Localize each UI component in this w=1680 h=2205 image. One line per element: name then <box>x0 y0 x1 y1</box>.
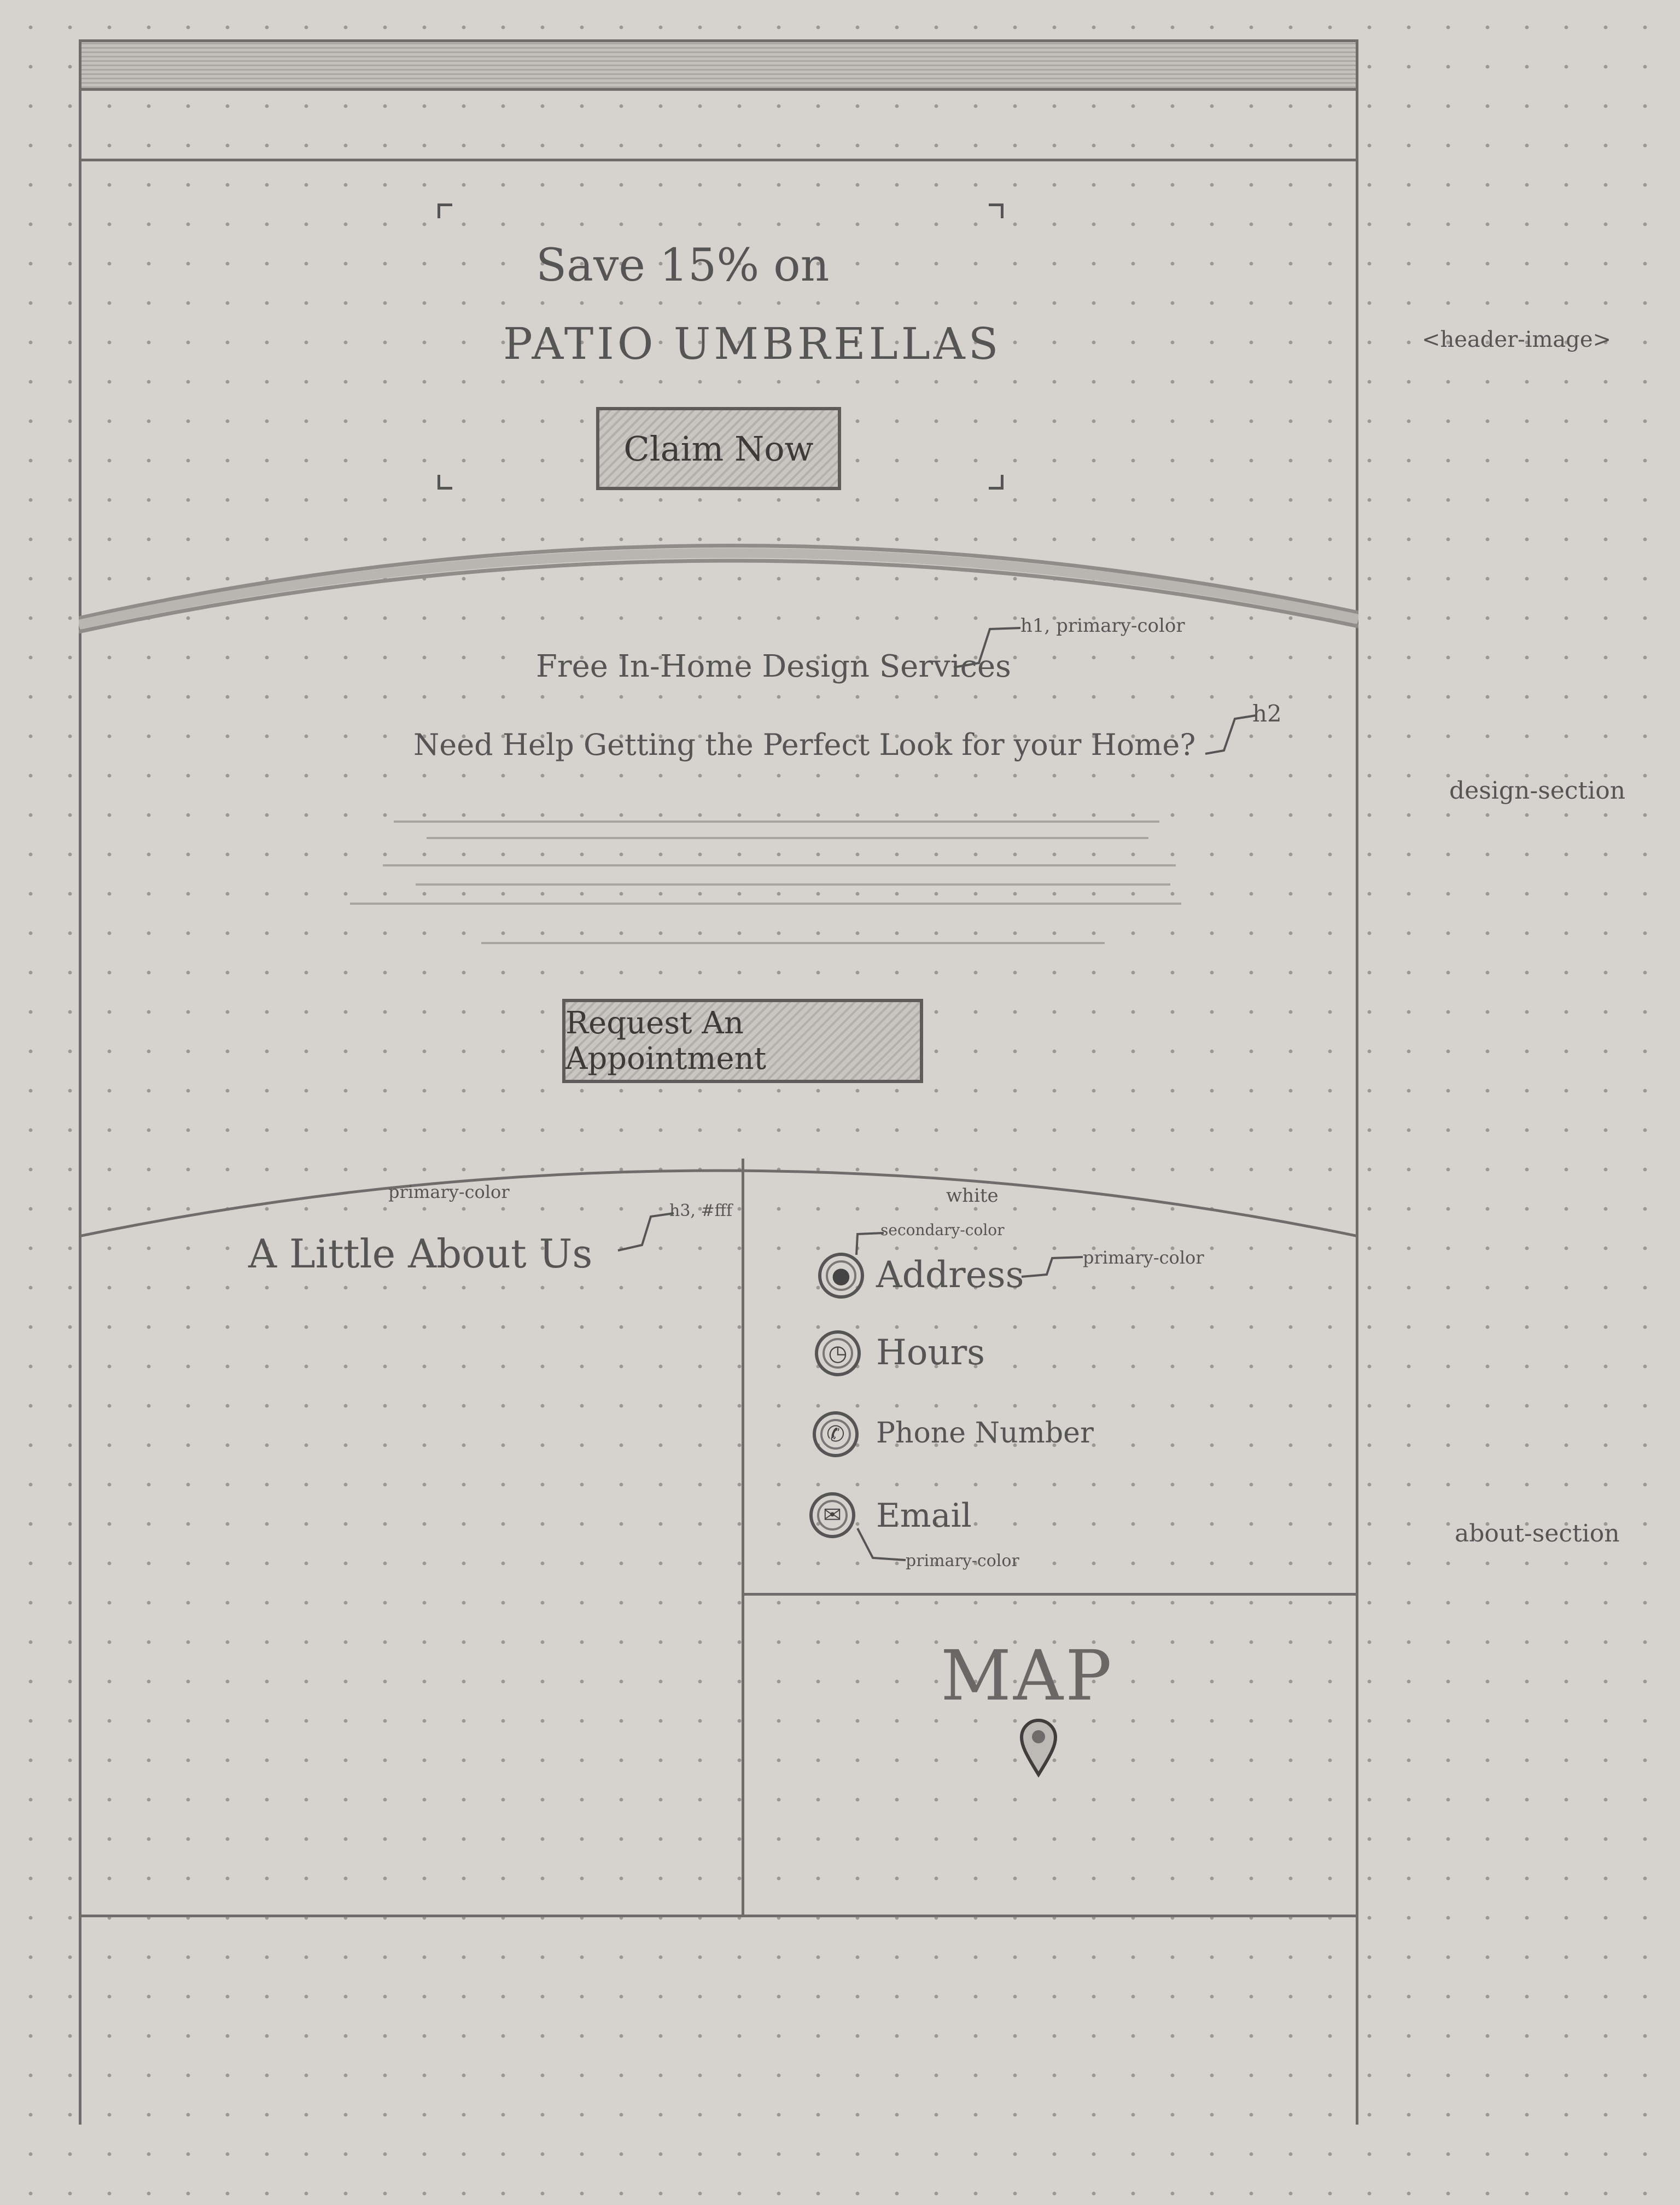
envelope-icon: ✉ <box>809 1492 855 1538</box>
design-h1: Free In-Home Design Services <box>536 649 1011 684</box>
map-marker-icon <box>1019 1719 1058 1778</box>
annotation-about-section: about-section <box>1455 1520 1620 1547</box>
claim-now-button[interactable]: Claim Now <box>596 407 841 490</box>
annotation-leader <box>617 1212 674 1252</box>
annotation-h3-note: h3, #fff <box>669 1201 733 1220</box>
contact-email: Email <box>876 1497 972 1535</box>
hero-title-line1: Save 15% on <box>536 240 830 292</box>
paragraph-placeholder-line <box>427 837 1148 839</box>
about-curve-divider <box>79 1169 1358 1238</box>
request-appointment-button[interactable]: Request An Appointment <box>562 999 923 1083</box>
annotation-h1-note: h1, primary-color <box>1020 615 1185 637</box>
annotation-h2-note: h2 <box>1252 700 1282 727</box>
paragraph-placeholder-line <box>481 942 1105 944</box>
design-h2: Need Help Getting the Perfect Look for y… <box>413 728 1196 762</box>
contact-phone: Phone Number <box>876 1417 1094 1450</box>
annotation-leader <box>953 627 1021 668</box>
annotation-header-image: <header-image> <box>1422 327 1612 352</box>
nav-divider <box>79 159 1358 161</box>
crop-corner <box>438 475 452 490</box>
top-bar <box>79 39 1358 91</box>
crop-corner <box>989 475 1004 490</box>
annotation-address-color: primary-color <box>1083 1247 1204 1268</box>
annotation-design-section: design-section <box>1449 777 1626 805</box>
about-column-divider <box>742 1159 744 1916</box>
paragraph-placeholder-line <box>394 821 1159 823</box>
annotation-secondary-color: secondary-color <box>880 1221 1005 1239</box>
crop-corner <box>989 203 1004 218</box>
about-heading: A Little About Us <box>248 1231 593 1277</box>
crop-corner <box>438 203 452 218</box>
phone-icon: ✆ <box>813 1411 859 1457</box>
hero-curve-divider <box>79 543 1358 634</box>
map-pin-icon: ● <box>818 1253 864 1299</box>
annotation-leader <box>1021 1256 1083 1278</box>
map-divider <box>742 1593 1358 1596</box>
paragraph-placeholder-line <box>416 883 1170 886</box>
annotation-leader <box>855 1232 884 1255</box>
annotation-right-bg: white <box>946 1185 999 1207</box>
map-placeholder-label: MAP <box>941 1636 1114 1716</box>
paragraph-placeholder-line <box>350 903 1181 905</box>
hero-title-line2: PATIO UMBRELLAS <box>503 318 1002 369</box>
annotation-leader <box>856 1528 906 1561</box>
annotation-leader <box>1205 714 1256 755</box>
annotation-left-bg: primary-color <box>388 1182 510 1202</box>
contact-address: Address <box>876 1254 1024 1296</box>
contact-hours: Hours <box>876 1333 985 1373</box>
footer-divider <box>79 1915 1358 1917</box>
paragraph-placeholder-line <box>383 864 1176 866</box>
clock-icon: ◷ <box>815 1330 861 1376</box>
annotation-email-color: primary-color <box>906 1551 1019 1570</box>
